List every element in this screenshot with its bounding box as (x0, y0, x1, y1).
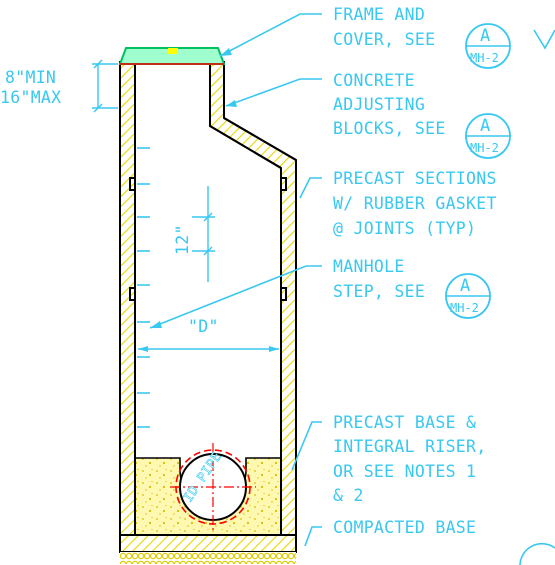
bubble-3-sheet: MH-2 (450, 301, 479, 315)
detail-bubble-1: A MH-2 (465, 23, 511, 69)
leaders (149, 13, 322, 547)
callout-frame-cover: FRAME AND COVER, SEE (333, 5, 435, 49)
dim-16-max: 16"MAX (0, 88, 61, 107)
manhole-steps (137, 147, 150, 428)
adjustment-dimension: 8"MIN 16"MAX (0, 59, 118, 113)
base-line-4: & 2 (333, 486, 364, 505)
frame-cover-line-2: COVER, SEE (333, 30, 435, 49)
dim-d: "D" (188, 317, 219, 336)
frame-cover-line-1: FRAME AND (333, 5, 425, 24)
precast-line-1: PRECAST SECTIONS (333, 169, 497, 188)
left-wall (119, 61, 136, 549)
compacted-base-label: COMPACTED BASE (333, 518, 476, 537)
edge-arrow-fragment (533, 29, 555, 50)
base-line-2: INTEGRAL RISER, (333, 437, 487, 456)
bubble-1-letter: A (480, 26, 490, 46)
callout-compacted-base: COMPACTED BASE (333, 518, 476, 537)
detail-bubble-2: A MH-2 (465, 113, 511, 159)
adjusting-line-2: ADJUSTING (333, 95, 425, 114)
dim-8-min: 8"MIN (5, 68, 56, 87)
adjusting-line-1: CONCRETE (333, 71, 415, 90)
frame-and-cover (118, 47, 226, 65)
bubble-2-sheet: MH-2 (470, 141, 499, 155)
compacted-base-fill (120, 552, 296, 564)
callout-precast-sections: PRECAST SECTIONS W/ RUBBER GASKET @ JOIN… (333, 169, 497, 238)
edge-bubble-fragment (519, 542, 555, 565)
base-line-1: PRECAST BASE & (333, 413, 476, 432)
precast-line-2: W/ RUBBER GASKET (333, 194, 497, 213)
bubble-3-letter: A (460, 276, 470, 296)
base-line-3: OR SEE NOTES 1 (333, 462, 476, 481)
bubble-2-letter: A (480, 116, 490, 136)
adjusting-line-3: BLOCKS, SEE (333, 119, 446, 138)
dim-12: 12" (173, 224, 192, 255)
step-spacing-dimension: 12" (173, 186, 215, 282)
step-line-1: MANHOLE (333, 257, 405, 276)
diameter-dimension: "D" (138, 317, 279, 352)
base-slab (119, 534, 297, 553)
precast-line-3: @ JOINTS (TYP) (333, 219, 476, 238)
step-line-2: STEP, SEE (333, 282, 425, 301)
pipe: ID PIPE (170, 443, 256, 530)
callout-adjusting-blocks: CONCRETE ADJUSTING BLOCKS, SEE (333, 71, 446, 138)
detail-bubble-3: A MH-2 (445, 273, 491, 319)
bubble-1-sheet: MH-2 (470, 51, 499, 65)
callout-precast-base: PRECAST BASE & INTEGRAL RISER, OR SEE NO… (333, 413, 487, 505)
callout-manhole-step: MANHOLE STEP, SEE (333, 257, 425, 301)
manhole-structure (119, 61, 297, 564)
